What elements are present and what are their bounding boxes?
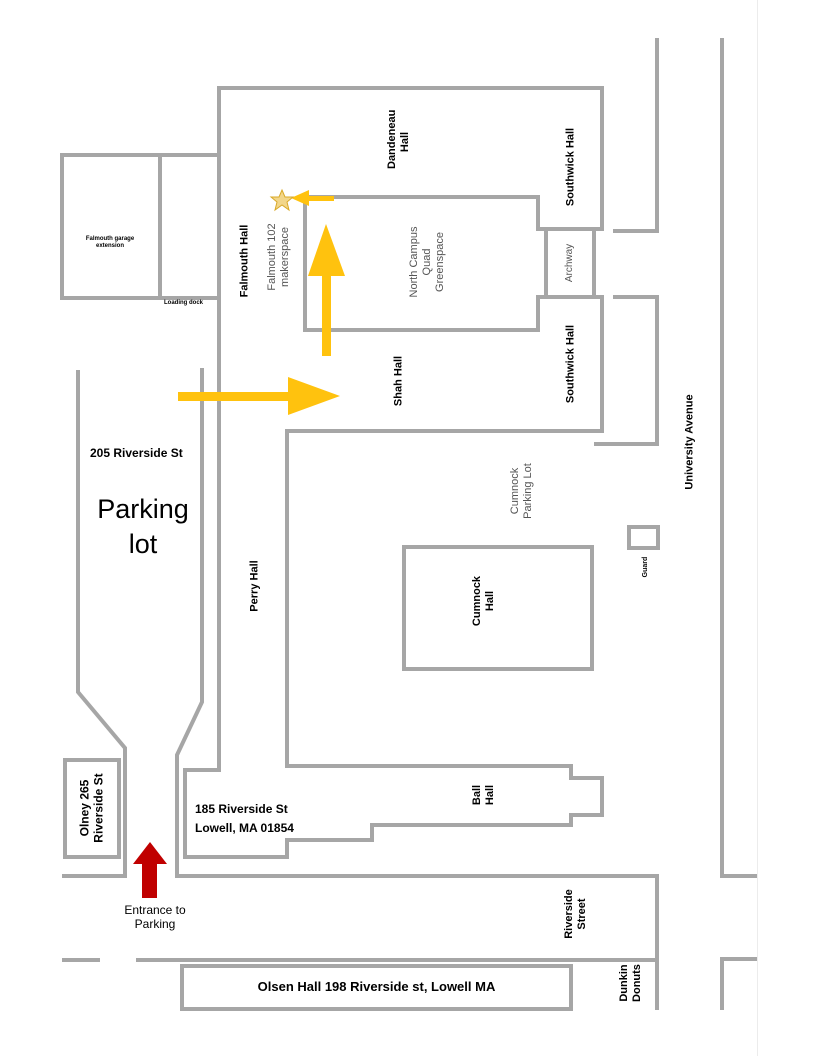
riverside-street-label: Riverside Street: [562, 889, 588, 939]
dunkin-donuts-label: Dunkin Donuts: [617, 964, 643, 1002]
shah-hall-label: Shah Hall: [392, 355, 405, 407]
lowell-address-label: Lowell, MA 01854: [195, 821, 294, 835]
university-avenue-label: University Avenue: [683, 394, 696, 490]
archway-label: Archway: [564, 243, 575, 283]
entrance-label: Entrance to Parking: [124, 903, 186, 932]
cumnock-lot-label: Cumnock Parking Lot: [508, 463, 534, 519]
page-edge: [757, 0, 758, 1056]
map-walls: [62, 38, 757, 1010]
star-icon: [269, 188, 295, 212]
guard-booth: [627, 525, 660, 550]
perry-hall-label: Perry Hall: [248, 560, 261, 612]
cumnock-hall-label: Cumnock Hall: [470, 575, 496, 627]
route-arrow-to-star: [291, 190, 334, 206]
parking-lot-label: Parking lot: [97, 494, 189, 560]
garage-building: [60, 153, 221, 300]
ball-hall-label: Ball Hall: [470, 784, 496, 806]
garage-extension-label: Falmouth garage extension: [85, 236, 135, 250]
olsen-hall-label: Olsen Hall 198 Riverside st, Lowell MA: [257, 979, 496, 994]
dandeneau-hall-label: Dandeneau Hall: [385, 109, 411, 169]
riverside-185-label: 185 Riverside St: [195, 802, 288, 816]
olsen-hall-building: [180, 964, 573, 1011]
route-arrow-vertical: [308, 224, 345, 356]
cumnock-hall-building: [402, 545, 594, 671]
southwick-hall-top-label: Southwick Hall: [564, 127, 577, 207]
falmouth-hall-label: Falmouth Hall: [238, 224, 251, 298]
arrow-up-icon: [133, 842, 167, 898]
olney-label: Olney 265 Riverside St: [77, 773, 106, 843]
riverside-205-label: 205 Riverside St: [90, 446, 183, 460]
southwick-hall-bottom-label: Southwick Hall: [564, 324, 577, 404]
route-arrow-horizontal: [178, 377, 340, 415]
quad-greenspace-label: North Campus Quad Greenspace: [408, 226, 447, 298]
makerspace-label: Falmouth 102 makerspace: [265, 223, 291, 291]
olney-building: [63, 758, 121, 859]
loading-dock-label: Loading dock: [164, 300, 203, 306]
guard-label: Guard: [641, 556, 649, 578]
